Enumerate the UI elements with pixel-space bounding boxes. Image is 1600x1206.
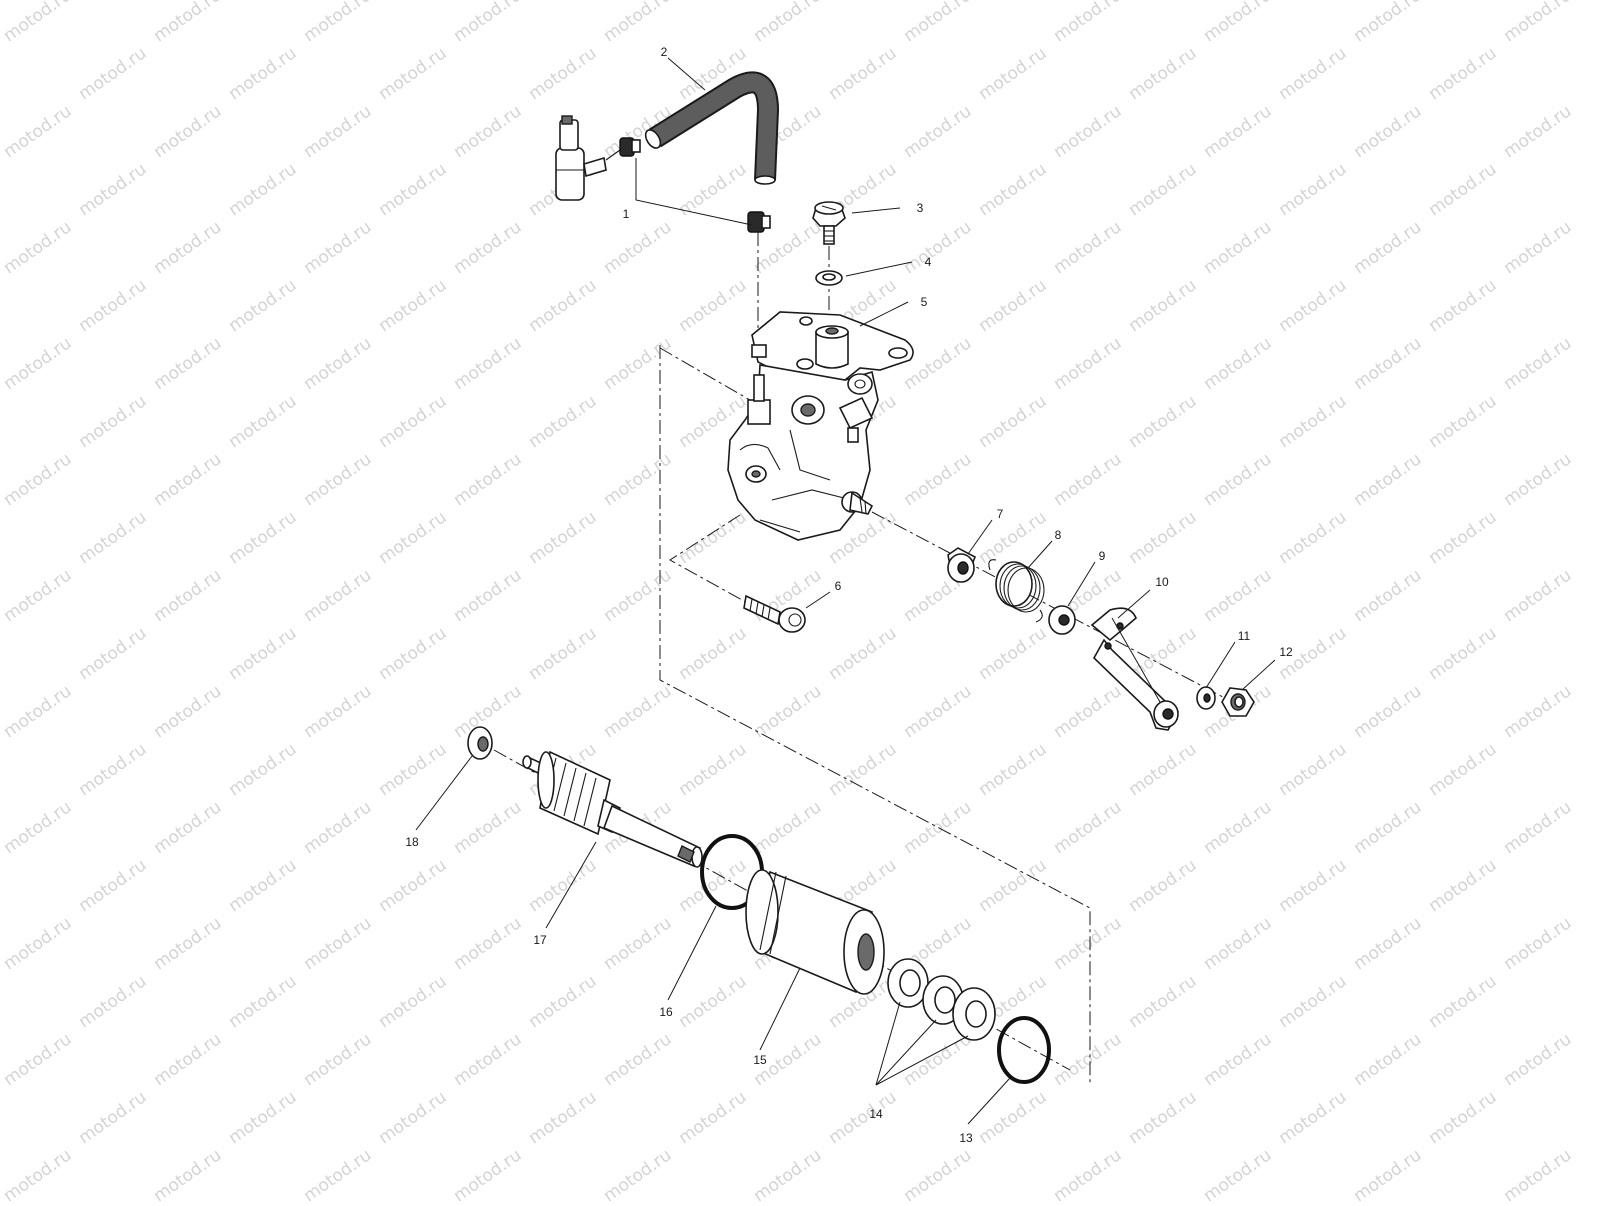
callout-1: 1 xyxy=(623,207,630,221)
part-14-shims xyxy=(887,958,996,1041)
callout-11: 11 xyxy=(1238,629,1251,643)
part-12-nut xyxy=(1221,687,1255,717)
callout-8: 8 xyxy=(1055,528,1062,542)
part-2-hose-fill xyxy=(650,73,777,181)
callout-4: 4 xyxy=(925,255,932,269)
callout-labels: 1 2 3 4 5 6 7 8 9 10 11 12 13 14 15 16 1… xyxy=(405,45,1293,1145)
callout-18: 18 xyxy=(405,835,419,849)
part-1-fitting xyxy=(555,115,621,201)
part-4-washer xyxy=(815,270,843,286)
part-15-bushing xyxy=(745,869,885,995)
callout-14: 14 xyxy=(869,1107,883,1121)
callout-5: 5 xyxy=(921,295,928,309)
part-2-hose-end xyxy=(644,129,662,149)
frame-leader-bolt xyxy=(669,514,761,611)
part-10-lever xyxy=(1090,607,1180,731)
part-8-spring xyxy=(988,559,1045,623)
part-2-hose-end-lower xyxy=(754,175,776,185)
frame-leader-pump xyxy=(659,347,751,401)
callout-3: 3 xyxy=(917,201,924,215)
callout-16: 16 xyxy=(659,1005,673,1019)
part-6-bolt xyxy=(743,594,806,633)
part-13-o-ring xyxy=(997,1016,1051,1084)
callout-13: 13 xyxy=(959,1131,973,1145)
part-3-screw xyxy=(812,201,846,245)
callout-7: 7 xyxy=(997,507,1004,521)
callout-10: 10 xyxy=(1155,575,1169,589)
callout-9: 9 xyxy=(1099,549,1106,563)
callout-6: 6 xyxy=(835,579,842,593)
part-17-gear-shaft xyxy=(522,750,703,868)
part-11-lock-washer xyxy=(1196,686,1216,710)
part-1-leader xyxy=(635,158,753,226)
part-5-pump-body xyxy=(727,311,914,541)
callout-2: 2 xyxy=(661,45,668,59)
part-18-thrust-washer xyxy=(467,726,493,760)
part-7-collar xyxy=(947,547,977,583)
callout-12: 12 xyxy=(1279,645,1293,659)
part-1-clamp-upper xyxy=(619,137,641,157)
part-1-clamp-lower xyxy=(747,211,771,233)
assembly-frame xyxy=(659,345,1091,1085)
part-9-washer xyxy=(1048,605,1076,635)
callout-17: 17 xyxy=(533,933,547,947)
leader-lines xyxy=(415,57,1276,1125)
callout-15: 15 xyxy=(753,1053,767,1067)
